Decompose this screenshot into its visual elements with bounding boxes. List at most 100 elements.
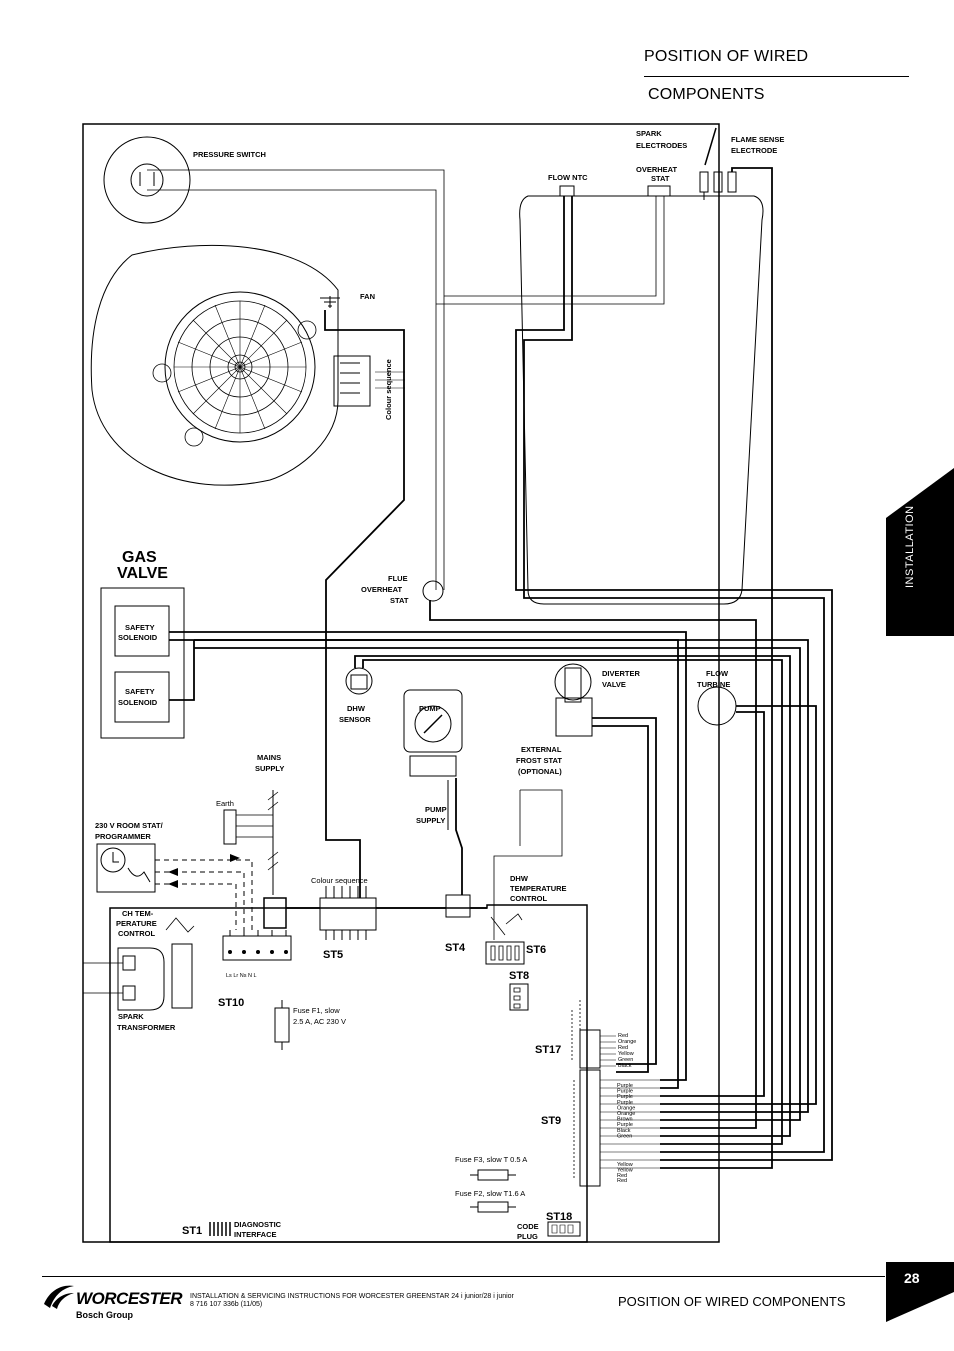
wire-colour-label: Red (618, 1045, 628, 1051)
brand-name: WORCESTER (76, 1289, 183, 1308)
gas-valve-label: GAS (122, 549, 157, 566)
flow-turbine-label: FLOW (706, 669, 729, 678)
flame-sense-label: FLAME SENSE (731, 135, 784, 144)
wire-colour-label: Yellow (617, 1167, 633, 1173)
pressure-switch-label: PRESSURE SWITCH (193, 150, 266, 159)
st8-label: ST8 (509, 970, 529, 982)
brand-sub: Bosch Group (76, 1310, 134, 1320)
wire-colour-label: Purple (617, 1083, 633, 1089)
safety-solenoid-1-label: SAFETY (125, 623, 155, 632)
st10-label: ST10 (218, 997, 244, 1009)
spark-transformer-label-2: TRANSFORMER (117, 1023, 176, 1032)
external-frost-label: EXTERNAL (521, 745, 562, 754)
wire-colour-label: Orange (617, 1111, 635, 1117)
fuse-f1-label: Fuse F1, slow (293, 1006, 340, 1015)
diagnostic-label: DIAGNOSTIC (234, 1220, 282, 1229)
diagnostic-label-2: INTERFACE (234, 1230, 277, 1239)
ch-temp-label-2: PERATURE (116, 919, 157, 928)
spark-electrodes-label-2: ELECTRODES (636, 141, 687, 150)
safety-solenoid-1-label-2: SOLENOID (118, 633, 158, 642)
wire-colour-label: Purple (617, 1094, 633, 1100)
wire-colour-label: Purple (617, 1100, 633, 1106)
page-number: 28 (904, 1270, 920, 1286)
wire-colour-label: Purple (617, 1089, 633, 1095)
flue-overheat-label-2: OVERHEAT (361, 585, 403, 594)
st5-label: ST5 (323, 949, 343, 961)
header-rule (644, 76, 909, 77)
mains-supply-label-2: SUPPLY (255, 764, 284, 773)
st17-label: ST17 (535, 1044, 561, 1056)
safety-solenoid-2-label: SAFETY (125, 687, 155, 696)
st9-wire-labels: PurplePurplePurplePurpleOrangeOrangeBrow… (617, 1083, 635, 1139)
colour-sequence-label: Colour sequence (311, 876, 368, 885)
wire-colour-label: Yellow (617, 1162, 633, 1168)
room-stat-label: 230 V ROOM STAT/ (95, 821, 164, 830)
external-frost-label-3: (OPTIONAL) (518, 767, 562, 776)
fuse-f1-label-2: 2.5 A, AC 230 V (293, 1017, 346, 1026)
flow-turbine (697, 686, 737, 726)
mains-supply-label: MAINS (257, 753, 281, 762)
terminal-labels: Ls Lr Ns N L (226, 973, 257, 979)
heat-exchanger (519, 195, 764, 605)
fuse-f3-label: Fuse F3, slow T 0.5 A (455, 1155, 527, 1164)
wire-colour-label: Red (618, 1033, 628, 1039)
page-number-tab (886, 1262, 954, 1322)
external-frost-label-2: FROST STAT (516, 756, 562, 765)
code-plug-label-2: PLUG (517, 1232, 538, 1241)
wire-colour-label: Red (617, 1173, 627, 1179)
wire-colour-label: Black (617, 1128, 631, 1134)
wire-colour-label: Green (618, 1057, 633, 1063)
fan-housing (90, 244, 339, 486)
flame-sense-label-2: ELECTRODE (731, 146, 777, 155)
dhw-sensor-label: DHW (347, 704, 366, 713)
pump-label: PUMP (419, 704, 441, 713)
dhw-temp-label: DHW (510, 874, 529, 883)
overheat-stat-label: OVERHEAT (636, 165, 678, 174)
dhw-sensor-label-2: SENSOR (339, 715, 371, 724)
wire-colour-label: Green (617, 1133, 632, 1139)
dhw-temp-label-3: CONTROL (510, 894, 547, 903)
spark-transformer-label: SPARK (118, 1012, 144, 1021)
st9-label: ST9 (541, 1115, 561, 1127)
gas-valve (100, 587, 185, 739)
overheat-stat-label-2: STAT (651, 174, 670, 183)
st18-label: ST18 (546, 1211, 572, 1223)
wire-colour-label: Yellow (618, 1051, 634, 1057)
pump-supply-label-2: SUPPLY (416, 816, 445, 825)
room-stat-label-2: PROGRAMMER (95, 832, 151, 841)
earth-label: Earth (216, 799, 234, 808)
diverter-valve-label: DIVERTER (602, 669, 641, 678)
footer-section-title: POSITION OF WIRED COMPONENTS (618, 1294, 846, 1309)
gas-valve-label-2: VALVE (117, 565, 168, 582)
st6-label: ST6 (526, 944, 546, 956)
footer-doc-title: INSTALLATION & SERVICING INSTRUCTIONS FO… (190, 1293, 514, 1300)
section-tab (886, 468, 954, 636)
fuse-f2-label: Fuse F2, slow T1.6 A (455, 1189, 525, 1198)
page-title-line-1: POSITION OF WIRED (644, 48, 809, 65)
flow-ntc-label: FLOW NTC (548, 173, 588, 182)
wire-colour-label: Red (617, 1178, 627, 1184)
safety-solenoid-2-label-2: SOLENOID (118, 698, 158, 707)
code-plug-label: CODE (517, 1222, 539, 1231)
pump-supply-label: PUMP (425, 805, 447, 814)
st4-label: ST4 (445, 942, 466, 954)
wire-colour-label: Brown (617, 1117, 633, 1123)
dhw-temp-label-2: TEMPERATURE (510, 884, 567, 893)
pressure-switch (103, 136, 191, 224)
colour-sequence-vertical-label: Colour sequence (384, 359, 393, 420)
flow-turbine-label-2: TURBINE (697, 680, 730, 689)
ch-temp-label-3: CONTROL (118, 929, 155, 938)
spark-electrodes-label: SPARK (636, 129, 662, 138)
flue-overheat-label-3: STAT (390, 596, 409, 605)
wire-colour-label: Black (618, 1063, 632, 1069)
footer-rule (42, 1276, 885, 1277)
wiring-diagram: PRESSURE SWITCH SPARK ELECTRODES FLAME S… (82, 123, 833, 1243)
ch-temp-label: CH TEM- (122, 909, 154, 918)
footer-doc-number: 8 716 107 336b (11/05) (190, 1301, 263, 1308)
flue-overheat-label: FLUE (388, 574, 408, 583)
worcester-logo-icon (44, 1285, 74, 1309)
wire-colour-label: Purple (617, 1122, 633, 1128)
wire-colour-label: Orange (618, 1039, 636, 1045)
